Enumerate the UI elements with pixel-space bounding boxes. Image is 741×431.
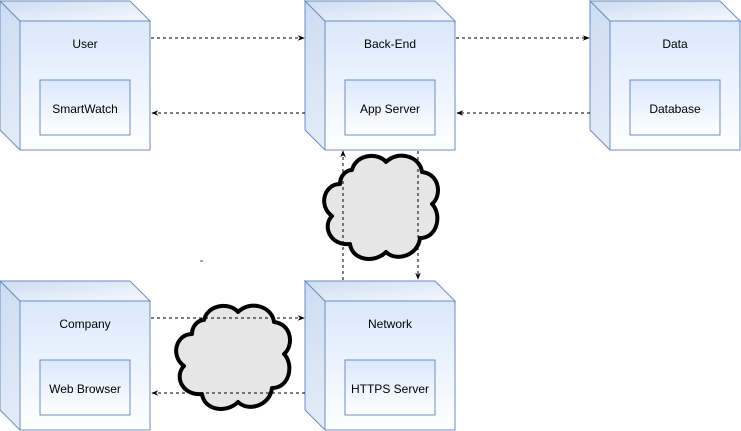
node-backend[interactable]: Back-End App Server [303,0,457,151]
component-smartwatch-label: SmartWatch [52,102,118,116]
node-data-title: Data [662,37,688,51]
component-web-browser[interactable]: Web Browser [39,359,131,416]
cloud-backend-network [322,153,440,261]
cloud-company-network [174,303,292,411]
node-network[interactable]: Network HTTPS Server [303,279,457,431]
component-app-server[interactable]: App Server [344,79,436,136]
component-app-server-label: App Server [360,102,420,116]
node-user[interactable]: User SmartWatch [0,0,152,151]
component-https-server-label: HTTPS Server [351,382,429,396]
component-database[interactable]: Database [629,79,721,136]
node-network-title: Network [368,317,413,331]
node-company[interactable]: Company Web Browser [0,280,152,431]
component-web-browser-label: Web Browser [49,382,121,396]
node-user-title: User [72,37,97,51]
node-data[interactable]: Data Database [588,0,741,151]
component-database-label: Database [649,102,701,116]
node-company-title: Company [59,317,110,331]
component-https-server[interactable]: HTTPS Server [344,359,436,416]
node-backend-title: Back-End [364,37,416,51]
component-smartwatch[interactable]: SmartWatch [39,79,131,136]
